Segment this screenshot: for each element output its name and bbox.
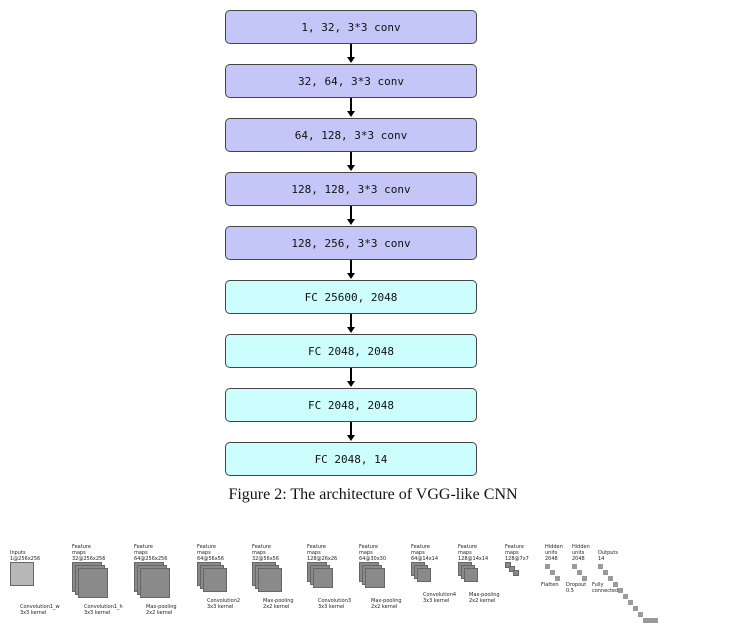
flow-arrow [347,44,355,63]
op-label: Convolution3 3x3 kernel [318,598,352,610]
unit-square [545,564,550,569]
op-label: Fully connected [592,582,619,594]
op-label: Max-pooling 2x2 kernel [263,598,294,610]
flow-arrow [347,260,355,279]
architecture-flowchart: 1, 32, 3*3 conv 32, 64, 3*3 conv 64, 128… [225,10,477,476]
op-label: Convolution2 3x3 kernel [207,598,241,610]
feature-stack [509,566,515,572]
conv-block-2: 32, 64, 3*3 conv [225,64,477,98]
op-label: Max-pooling 2x2 kernel [371,598,402,610]
op-label: Convolution1_h 3x3 kernel [84,604,123,616]
op-label: Max-pooling 2x2 kernel [146,604,177,616]
fc-block-1: FC 25600, 2048 [225,280,477,314]
unit-square [628,600,633,605]
unit-square [653,618,658,623]
feature-stack [505,562,511,568]
conv-block-4: 128, 128, 3*3 conv [225,172,477,206]
feature-stack [365,568,385,588]
conv-block-1-label: 1, 32, 3*3 conv [301,20,401,34]
conv-block-2-label: 32, 64, 3*3 conv [298,74,404,88]
stage-label: Feature maps 64@256x256 [134,544,168,562]
unit-square [598,564,603,569]
unit-square [638,612,643,617]
conv-block-5-label: 128, 256, 3*3 conv [291,236,411,250]
stage-label: Feature maps 128@26x26 [307,544,338,562]
unit-square [643,618,648,623]
stage-label: Hidden units 2048 [545,544,563,562]
conv-block-3: 64, 128, 3*3 conv [225,118,477,152]
stage-label: Hidden units 2048 [572,544,590,562]
feature-stack [464,568,478,582]
figure-caption: Figure 2: The architecture of VGG-like C… [228,486,518,503]
unit-square [648,618,653,623]
feature-stack [313,568,333,588]
feature-stack [513,570,519,576]
conv-block-4-label: 128, 128, 3*3 conv [291,182,411,196]
flow-arrow [347,368,355,387]
fc-block-3: FC 2048, 2048 [225,388,477,422]
fc-block-3-label: FC 2048, 2048 [307,398,395,412]
flow-arrow [347,422,355,441]
stage-label: Feature maps 64@30x30 [359,544,387,562]
fc-block-4: FC 2048, 14 [225,442,477,476]
op-label: Flatten [541,582,559,588]
op-label: Dropout 0.5 [566,582,587,594]
feature-stack [258,568,282,592]
op-label: Max-pooling 2x2 kernel [469,592,500,604]
unit-square [618,588,623,593]
flow-arrow [347,314,355,333]
stage-label: Feature maps 64@14x14 [411,544,439,562]
flow-arrow [347,206,355,225]
stage-label: Outputs 14 [598,550,618,562]
unit-square [577,570,582,575]
layer-visualization: Inputs 1@256x256 Feature maps 32@256x256… [0,540,746,624]
unit-square [623,594,628,599]
stage-label: Inputs 1@256x256 [10,550,41,562]
feature-stack [203,568,227,592]
stage-label: Feature maps 64@56x56 [197,544,225,562]
op-label: Convolution1_w 3x3 kernel [20,604,60,616]
unit-square [550,570,555,575]
stage-label: Feature maps 32@256x256 [72,544,106,562]
conv-block-5: 128, 256, 3*3 conv [225,226,477,260]
stage-label: Feature maps 32@56x56 [252,544,280,562]
unit-square [613,582,618,587]
unit-square [608,576,613,581]
op-label: Convolution4 3x3 kernel [423,592,457,604]
conv-block-1: 1, 32, 3*3 conv [225,10,477,44]
feature-stack [140,568,170,598]
stage-label: Feature maps 128@14x14 [458,544,489,562]
input-map [10,562,34,586]
unit-square [572,564,577,569]
unit-square [603,570,608,575]
fc-block-2: FC 2048, 2048 [225,334,477,368]
feature-stack [78,568,108,598]
fc-block-4-label: FC 2048, 14 [314,452,388,466]
feature-stack [417,568,431,582]
conv-block-3-label: 64, 128, 3*3 conv [294,128,408,142]
fc-block-1-label: FC 25600, 2048 [304,290,398,304]
unit-square [633,606,638,611]
flow-arrow [347,152,355,171]
unit-square [582,576,587,581]
unit-square [555,576,560,581]
fc-block-2-label: FC 2048, 2048 [307,344,395,358]
flow-arrow [347,98,355,117]
stage-label: Feature maps 128@7x7 [505,544,529,562]
